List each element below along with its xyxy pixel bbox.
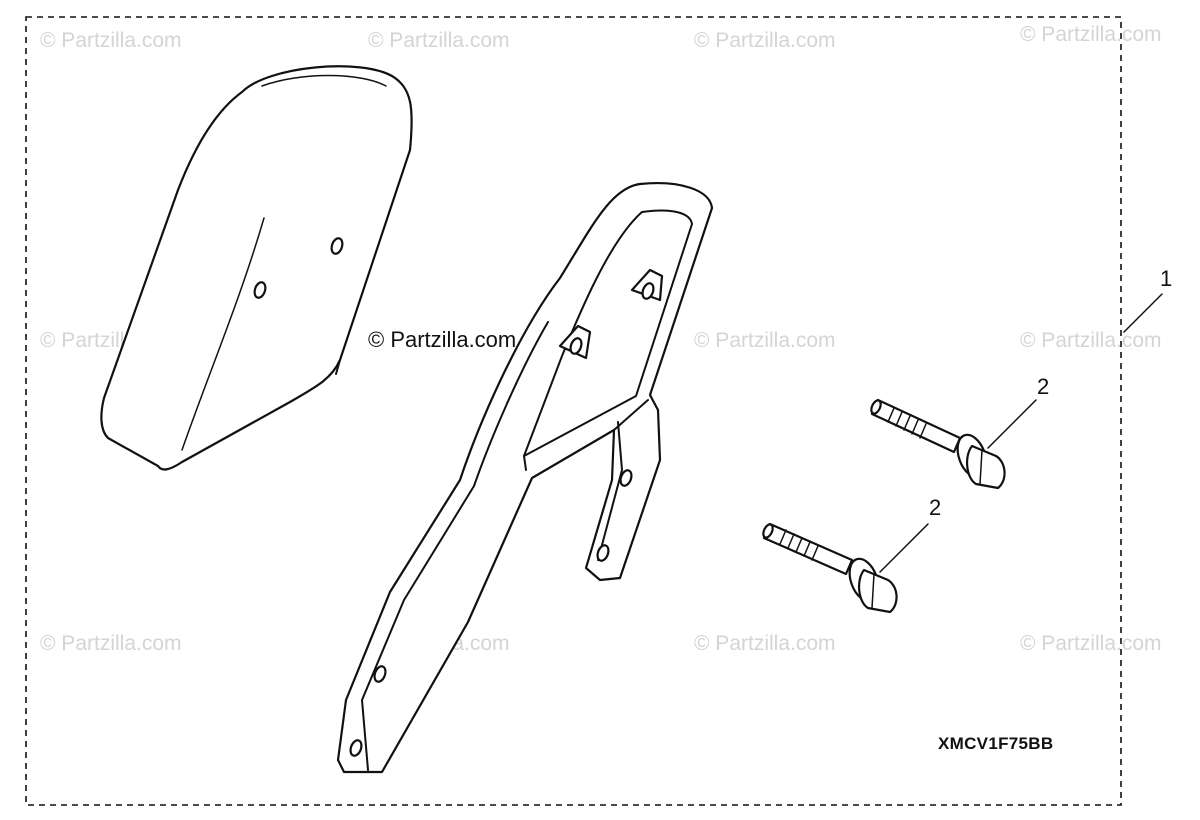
flange-bolt-lower (762, 522, 898, 614)
kit-boundary (25, 16, 1122, 806)
pad-mount-hole (253, 281, 267, 299)
frame-hole (619, 469, 633, 487)
watermark: © Partzilla.com (694, 329, 836, 352)
flange-bolt-upper (870, 398, 1006, 490)
leader-line-bolt-lower (879, 523, 929, 573)
center-watermark: © Partzilla.com (368, 327, 517, 352)
backrest-pad (100, 65, 413, 471)
frame-hole (373, 665, 387, 683)
diagram-code: XMCV1F75BB (938, 734, 1054, 753)
watermark: © Partzilla.com (694, 29, 836, 52)
watermark: © Partzilla.com (694, 632, 836, 655)
watermark: © Partzilla.com (1020, 23, 1162, 46)
pad-mount-hole (330, 237, 344, 255)
watermark: © Partzilla.com (40, 29, 182, 52)
frame-hole (349, 739, 363, 757)
frame-hole (596, 544, 610, 562)
callout-kit-number: 1 (1160, 266, 1173, 291)
watermark: © Partzilla.com (40, 632, 182, 655)
watermark: © Partzilla.com (1020, 329, 1162, 352)
backrest-frame (336, 182, 714, 774)
leader-line-kit (1123, 293, 1163, 333)
leader-line-bolt-upper (987, 399, 1037, 449)
watermark: © Partzilla.com (1020, 632, 1162, 655)
callout-bolt-upper-number: 2 (1037, 374, 1050, 399)
callout-bolt-lower-number: 2 (929, 495, 942, 520)
watermark: © Partzilla.com (368, 29, 510, 52)
